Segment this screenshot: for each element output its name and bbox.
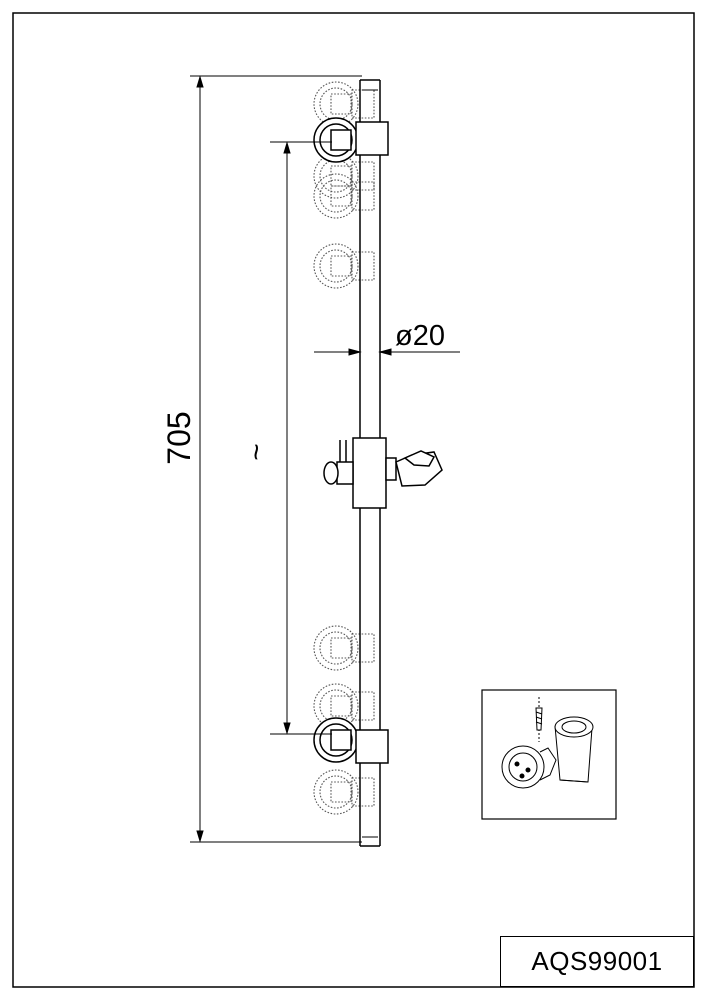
product-code-box: AQS99001 <box>500 936 694 987</box>
detail-inset <box>481 689 617 820</box>
bracket-detail-icon <box>501 697 594 789</box>
product-code: AQS99001 <box>531 946 663 976</box>
diameter-dimension <box>314 348 460 356</box>
bottom-wall-bracket <box>313 717 389 764</box>
overall-length-label: 705 <box>161 411 197 464</box>
diameter-label: ø20 <box>395 320 445 352</box>
overall-length-dimension <box>190 75 362 843</box>
sheet-border <box>12 12 695 988</box>
bracket-range-dimension <box>270 141 332 735</box>
top-wall-bracket <box>313 117 389 163</box>
slider-handset-holder <box>323 437 443 509</box>
bracket-range-label: ~ <box>240 443 273 461</box>
